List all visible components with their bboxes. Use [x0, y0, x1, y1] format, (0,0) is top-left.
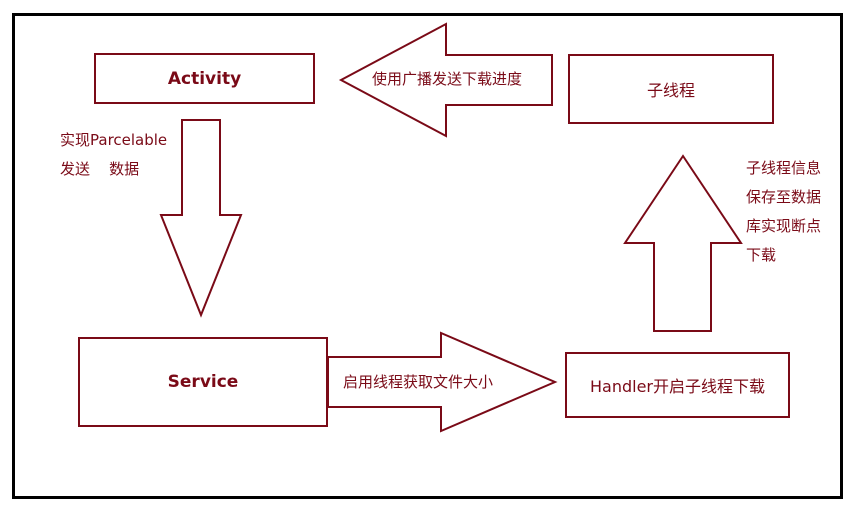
- label-start-thread-filesize: 启用线程获取文件大小: [343, 373, 494, 391]
- label-db-resume-line-3: 库实现断点: [746, 217, 822, 235]
- arrow-start-thread: [327, 331, 558, 433]
- node-service: Service: [78, 337, 328, 427]
- node-activity: Activity: [94, 53, 315, 104]
- node-child-thread: 子线程: [568, 54, 774, 124]
- label-db-resume-line-2: 保存至数据: [746, 188, 822, 206]
- node-handler: Handler开启子线程下载: [565, 352, 790, 418]
- label-db-resume-line-4: 下载: [746, 246, 777, 264]
- label-parcelable-line-1: 实现Parcelable: [60, 131, 168, 149]
- label-parcelable-line-2: 发送 数据: [60, 160, 140, 178]
- arrow-handler-to-thread: [623, 154, 743, 332]
- arrow-broadcast-progress: [338, 22, 553, 138]
- diagram-frame: [12, 13, 843, 499]
- label-broadcast-progress: 使用广播发送下载进度: [372, 70, 523, 88]
- arrow-activity-to-service: [159, 119, 243, 318]
- label-db-resume-line-1: 子线程信息: [746, 159, 822, 177]
